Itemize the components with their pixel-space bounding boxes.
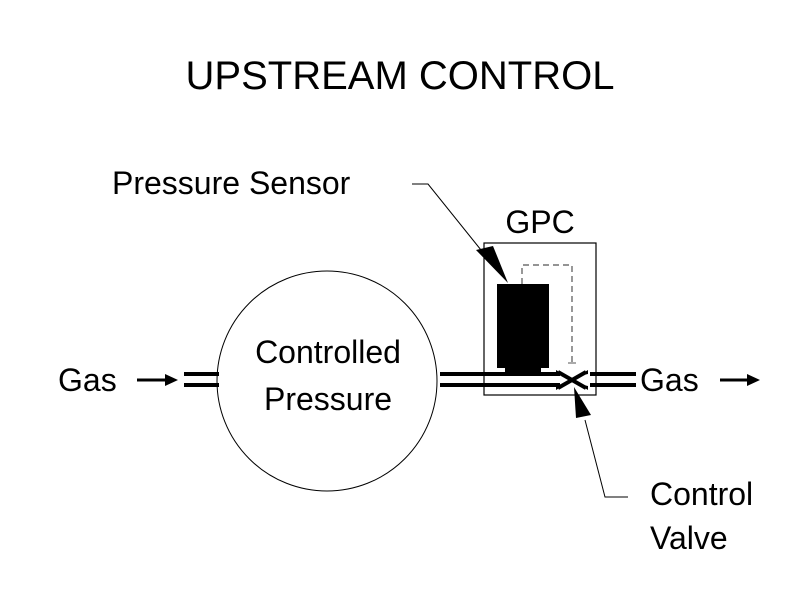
gas-out-label: Gas [640, 362, 699, 398]
gas-out-arrow-icon [720, 374, 760, 386]
control-valve-icon [556, 370, 588, 390]
pressure-sensor-label: Pressure Sensor [112, 165, 351, 201]
gas-in-arrow-icon [137, 374, 178, 386]
controlled-label: Controlled [255, 334, 401, 370]
diagram-title: UPSTREAM CONTROL [186, 54, 615, 98]
inlet-pipe [184, 372, 219, 387]
feedback-signal-line [521, 264, 573, 363]
pressure-sensor-block [497, 284, 549, 374]
pressure-vessel-circle [216, 270, 438, 492]
outlet-pipe [440, 372, 636, 387]
control-valve-label-line2: Valve [650, 520, 728, 556]
control-valve-label-line1: Control [650, 476, 753, 512]
gpc-box [483, 242, 597, 396]
gas-in-label: Gas [58, 362, 117, 398]
pressure-label: Pressure [264, 381, 392, 417]
gpc-label: GPC [505, 204, 574, 240]
pressure-sensor-leader [412, 183, 508, 283]
control-valve-leader [574, 387, 628, 498]
